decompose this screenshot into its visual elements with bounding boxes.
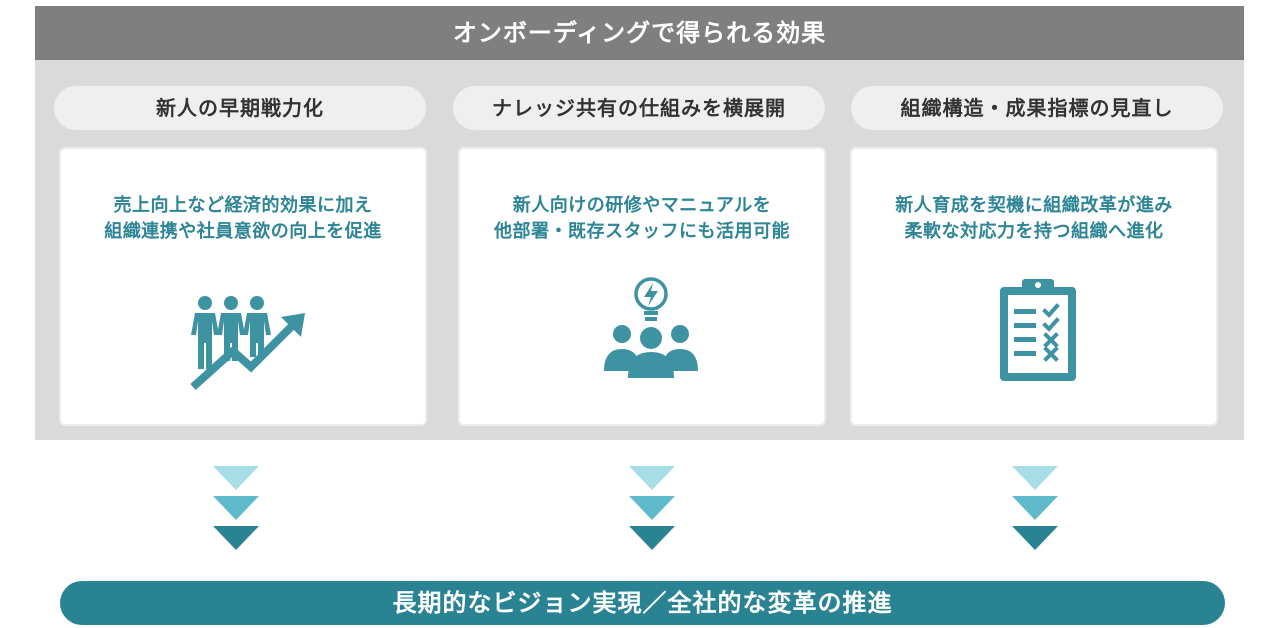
column-title-1: 新人の早期戦力化 — [54, 86, 426, 130]
card-3-line-1: 新人育成を契機に組織改革が進み — [895, 195, 1173, 216]
column-title-3: 組織構造・成果指標の見直し — [851, 86, 1223, 130]
card-3: 新人育成を契機に組織改革が進み 柔軟な対応力を持つ組織へ進化 — [850, 147, 1218, 426]
card-1-line-2: 組織連携や社員意欲の向上を促進 — [104, 221, 382, 242]
footer-banner: 長期的なビジョン実現／全社的な変革の推進 — [60, 581, 1225, 625]
down-arrows-1 — [213, 466, 259, 556]
arrow-light-icon — [629, 466, 675, 490]
arrow-light-icon — [1012, 466, 1058, 490]
down-arrows-2 — [629, 466, 675, 556]
effects-panel: オンボーディングで得られる効果 新人の早期戦力化 売上向上など経済的効果に加え … — [35, 6, 1244, 440]
arrow-dark-icon — [629, 526, 675, 550]
arrow-light-icon — [213, 466, 259, 490]
arrow-mid-icon — [629, 496, 675, 520]
card-2-text: 新人向けの研修やマニュアルを 他部署・既存スタッフにも活用可能 — [460, 193, 824, 245]
card-3-text: 新人育成を契機に組織改革が進み 柔軟な対応力を持つ組織へ進化 — [852, 193, 1216, 245]
team-idea-icon — [602, 274, 700, 383]
card-1-text: 売上向上など経済的効果に加え 組織連携や社員意欲の向上を促進 — [61, 193, 425, 245]
arrow-mid-icon — [213, 496, 259, 520]
card-2-line-1: 新人向けの研修やマニュアルを — [512, 195, 772, 216]
card-3-line-2: 柔軟な対応力を持つ組織へ進化 — [904, 221, 1164, 242]
arrow-dark-icon — [1012, 526, 1058, 550]
card-1: 売上向上など経済的効果に加え 組織連携や社員意欲の向上を促進 — [59, 147, 427, 426]
arrow-dark-icon — [213, 526, 259, 550]
header-title: オンボーディングで得られる効果 — [35, 6, 1244, 60]
card-2-line-2: 他部署・既存スタッフにも活用可能 — [494, 221, 790, 242]
clipboard-checklist-icon — [996, 277, 1080, 387]
card-2: 新人向けの研修やマニュアルを 他部署・既存スタッフにも活用可能 — [458, 147, 826, 426]
people-growth-icon — [189, 293, 307, 395]
card-1-line-1: 売上向上など経済的効果に加え — [113, 195, 373, 216]
down-arrows-3 — [1012, 466, 1058, 556]
column-title-2: ナレッジ共有の仕組みを横展開 — [453, 86, 825, 130]
arrow-mid-icon — [1012, 496, 1058, 520]
